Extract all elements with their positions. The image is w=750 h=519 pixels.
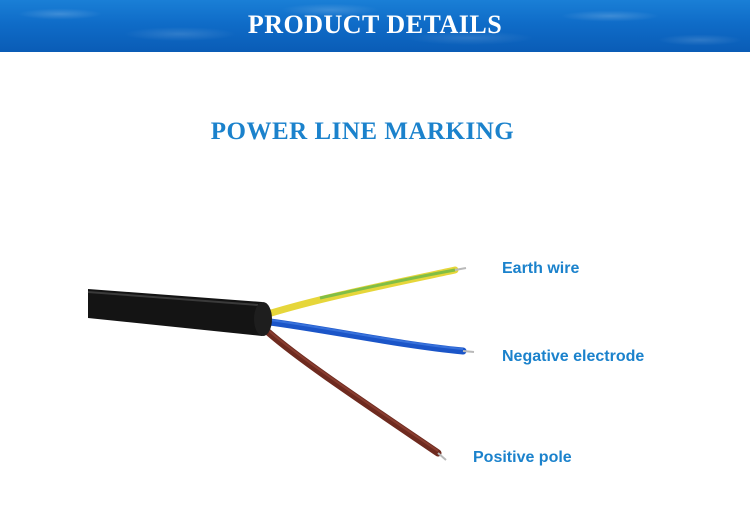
earth-wire-label: Earth wire [502, 260, 580, 277]
positive-wire [264, 328, 442, 457]
water-texture [0, 0, 750, 52]
positive-pole-label: Positive pole [473, 449, 572, 466]
cable-sheath [88, 289, 269, 336]
banner-title: PRODUCT DETAILS [247, 10, 503, 39]
section-title: POWER LINE MARKING [210, 118, 515, 145]
negative-electrode-label: Negative electrode [502, 348, 645, 365]
negative-wire-tip [462, 350, 475, 353]
earth-wire-tip [454, 267, 467, 271]
negative-wire [266, 318, 467, 355]
positive-wire-tip [437, 452, 447, 461]
header-banner: PRODUCT DETAILS [0, 0, 750, 52]
